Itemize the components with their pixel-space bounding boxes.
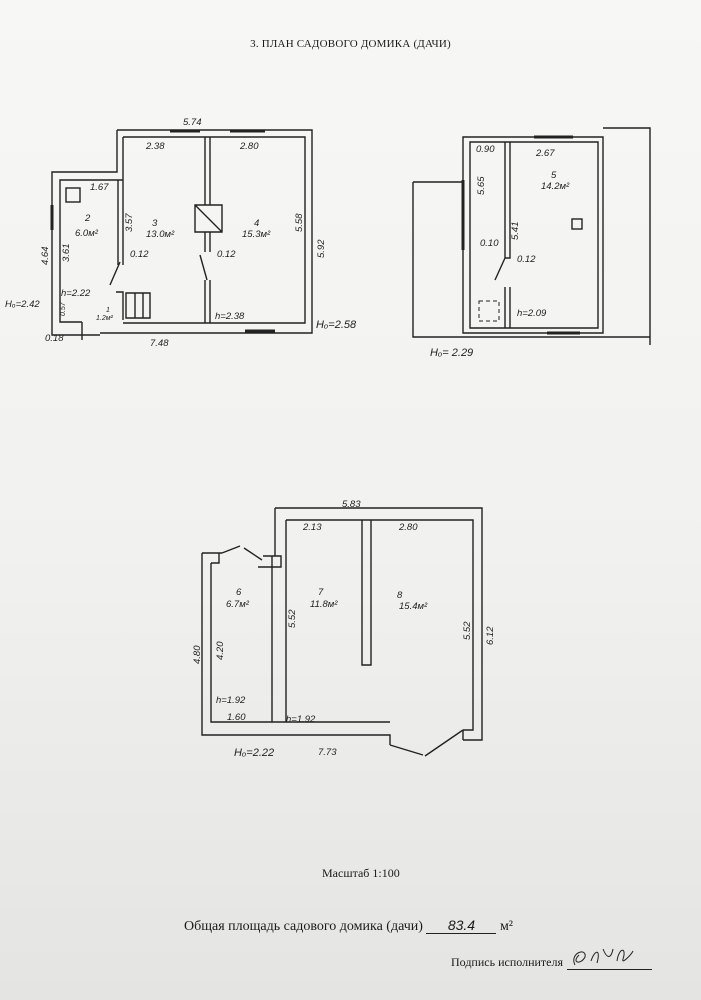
dim-label: 2.13 [302, 522, 322, 533]
room-area: 15.4м² [399, 601, 428, 612]
dim-label: 0.90 [476, 144, 495, 155]
scale-label: Масштаб 1:100 [322, 866, 400, 880]
chimney-icon [571, 218, 583, 230]
height-label: h=2.09 [517, 308, 547, 319]
dim-label: 0.57 [60, 301, 67, 316]
height-label: h=2.38 [215, 311, 245, 322]
hatch-icon [478, 300, 500, 322]
room-area: 13.0м² [146, 229, 175, 240]
total-area-unit: м² [499, 919, 513, 934]
height-label: h=1.92 [286, 714, 316, 725]
plan-floor-1: 5.74 2.38 2.80 1.67 3.57 5.58 5.92 4.64 … [5, 117, 357, 349]
wall [100, 129, 313, 334]
total-area-line: Общая площадь садового домика (дачи) 83.… [184, 917, 513, 935]
dim-label: 2.80 [398, 522, 418, 533]
dim-label: 6.12 [485, 626, 496, 645]
dim-label: 2.38 [145, 141, 165, 152]
room-number: 3 [152, 218, 158, 229]
dim-label: 1.67 [90, 182, 109, 193]
dim-label: 5.74 [183, 117, 202, 128]
room-area: 14.2м² [541, 181, 570, 192]
signature-scribble [573, 948, 634, 966]
dim-label: 0.10 [480, 238, 499, 249]
dim-label: 4.64 [40, 247, 51, 266]
total-area-value: 83.4 [426, 917, 497, 934]
document-title: 3. ПЛАН САДОВОГО ДОМИКА (ДАЧИ) [250, 38, 451, 50]
plan-floor-2: 0.90 2.67 5.65 5.41 0.10 0.12 5 14.2м² h… [412, 127, 651, 359]
height-label: Нₒ=2.58 [316, 319, 357, 331]
height-label: Нₒ=2.42 [5, 299, 40, 310]
room-number: 5 [551, 170, 557, 181]
dim-label: 5.65 [476, 176, 487, 195]
room-area: 11.8м² [310, 599, 338, 610]
stove-icon [65, 187, 81, 203]
dim-label: 0.18 [45, 333, 64, 344]
room-number: 2 [84, 213, 91, 224]
room-number: 6 [236, 587, 242, 598]
dim-label: 3.61 [61, 244, 72, 263]
dim-label: 5.52 [287, 609, 298, 628]
room-area: 6.0м² [75, 228, 99, 239]
height-label: h=1.92 [216, 695, 246, 706]
dim-label: 5.92 [316, 239, 327, 258]
height-label: Нₒ=2.22 [234, 747, 274, 759]
dim-label: 4.20 [215, 641, 226, 660]
room-number: 4 [254, 218, 259, 229]
dim-label: 7.73 [318, 747, 337, 758]
room-number: 7 [318, 587, 324, 598]
dim-label: 2.67 [535, 148, 555, 159]
dim-label: 0.12 [517, 254, 536, 265]
room-number: 1 [106, 307, 110, 314]
total-area-label: Общая площадь садового домика (дачи) [184, 919, 423, 934]
dim-label: 1.60 [227, 712, 246, 723]
room-area: 1.2м² [96, 315, 114, 322]
dim-label: 4.80 [192, 645, 203, 664]
dim-label: 5.83 [342, 499, 361, 510]
signature [567, 948, 652, 970]
height-label: h=2.22 [61, 288, 91, 299]
plan-floor-3: 5.83 2.13 2.80 5.52 5.52 6.12 4.80 4.20 … [192, 499, 496, 759]
dim-label: 2.80 [239, 141, 259, 152]
dim-label: 0.12 [130, 249, 149, 260]
dim-label: 5.58 [294, 213, 305, 232]
room-number: 8 [397, 590, 403, 601]
dim-label: 5.52 [462, 621, 473, 640]
dim-label: 0.12 [217, 249, 236, 260]
room-area: 15.3м² [242, 229, 271, 240]
dim-label: 7.48 [150, 338, 169, 349]
dim-label: 3.57 [124, 213, 135, 232]
room-area: 6.7м² [226, 599, 250, 610]
signature-line: Подпись исполнителя [451, 948, 652, 970]
dim-label: 5.41 [510, 222, 521, 241]
signature-label: Подпись исполнителя [451, 955, 563, 969]
height-label: Нₒ= 2.29 [430, 347, 473, 359]
